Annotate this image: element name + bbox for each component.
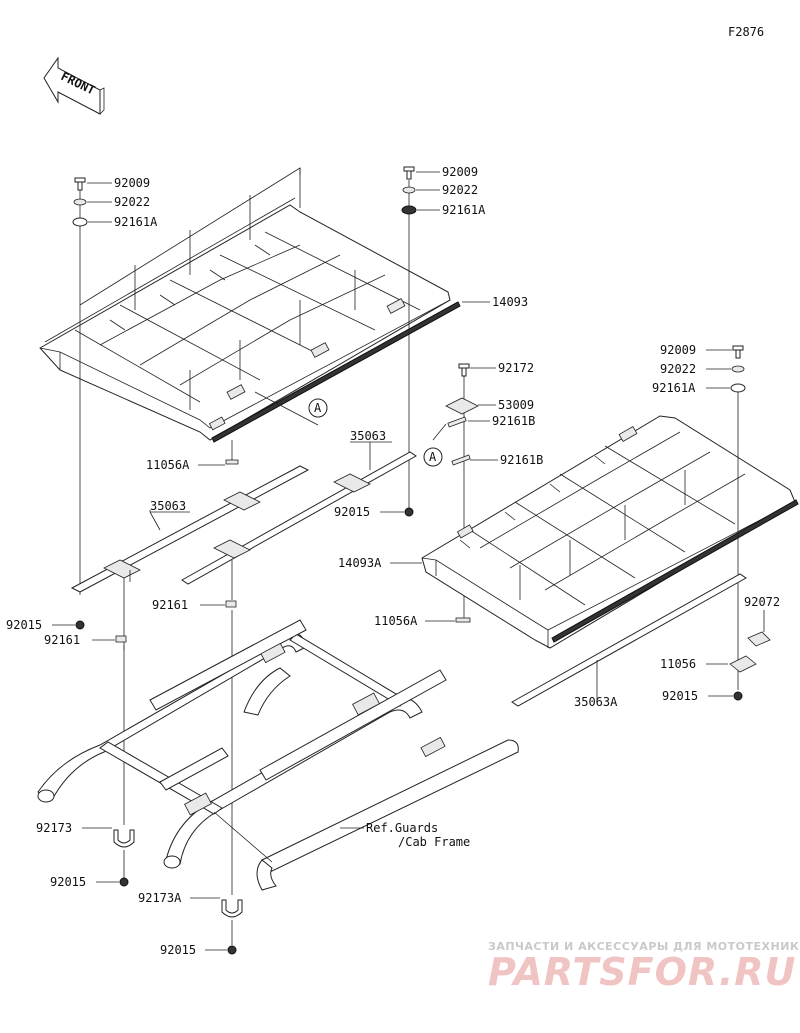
callout-a-right-letter: A xyxy=(429,450,437,464)
leader-35063-left xyxy=(149,511,190,531)
label-11056a-right: 11056A xyxy=(374,614,418,628)
fastener-stack-middle: 92009 92022 92161A xyxy=(401,165,486,508)
label-92022-middle: 92022 xyxy=(442,183,478,197)
label-92161-middle: 92161 xyxy=(152,598,188,612)
label-92009-right: 92009 xyxy=(660,343,696,357)
ref-guards-line1: Ref.Guards xyxy=(366,821,438,835)
label-92015-bottom: 92015 xyxy=(160,943,196,957)
fastener-stack-left: 92009 92022 92161A xyxy=(72,176,158,595)
roof-panel-rear xyxy=(421,415,799,649)
fastener-stack-right: 92009 92022 92161A xyxy=(652,343,746,690)
front-arrow: FRONT xyxy=(43,56,105,115)
label-35063-middle: 35063 xyxy=(350,429,386,443)
label-14093: 14093 xyxy=(492,295,528,309)
label-92022-left: 92022 xyxy=(114,195,150,209)
label-92172: 92172 xyxy=(498,361,534,375)
clip-11056a-left: 11056A xyxy=(146,440,239,472)
label-11056: 11056 xyxy=(660,657,696,671)
washer-92161-left: 92161 xyxy=(44,633,127,825)
clip-stack-right: 92072 11056 92015 xyxy=(660,595,780,703)
label-92015-right: 92015 xyxy=(662,689,698,703)
support-bar-35063a: 35063A xyxy=(511,573,747,709)
label-92009-middle: 92009 xyxy=(442,165,478,179)
label-92161-left: 92161 xyxy=(44,633,80,647)
label-92161a-middle: 92161A xyxy=(442,203,486,217)
roof-panel-front xyxy=(39,197,461,443)
watermark-tagline: ЗАПЧАСТИ И АКСЕССУАРЫ ДЛЯ МОТОТЕХНИКИ xyxy=(488,940,800,953)
label-92015-clamp: 92015 xyxy=(50,875,86,889)
support-bar-rear xyxy=(70,465,310,650)
label-92022-right: 92022 xyxy=(660,362,696,376)
label-92072: 92072 xyxy=(744,595,780,609)
label-92015-middle: 92015 xyxy=(334,505,370,519)
label-14093a: 14093A xyxy=(338,556,382,570)
leader-35063-middle xyxy=(350,441,392,470)
label-92015-left: 92015 xyxy=(6,618,42,632)
label-92161b-upper: 92161B xyxy=(492,414,535,428)
washer-92161-middle: 92161 xyxy=(152,560,237,895)
label-11056a-left: 11056A xyxy=(146,458,190,472)
nut-92015-left: 92015 xyxy=(6,618,85,632)
ref-guards-line2: /Cab Frame xyxy=(398,835,470,849)
label-92161a-left: 92161A xyxy=(114,215,158,229)
label-53009: 53009 xyxy=(498,398,534,412)
figure-id: F2876 xyxy=(728,25,764,39)
clamp-92173: 92173 92015 xyxy=(36,821,135,889)
nut-92015-middle: 92015 xyxy=(334,505,414,519)
label-92161b-lower: 92161B xyxy=(500,453,543,467)
callout-a-left: A xyxy=(254,391,328,426)
label-35063-left: 35063 xyxy=(150,499,186,513)
callout-a-right: A xyxy=(423,423,447,467)
cab-frame xyxy=(37,619,519,891)
label-92173: 92173 xyxy=(36,821,72,835)
label-92009-left: 92009 xyxy=(114,176,150,190)
watermark-logo: PARTSFOR.RU xyxy=(488,950,796,994)
right-panel-leaders xyxy=(519,470,686,600)
support-bar-front xyxy=(181,451,417,585)
clamp-92173a: 92173A 92015 xyxy=(138,891,243,957)
label-35063a: 35063A xyxy=(574,695,618,709)
bracket-stack-right: 92172 53009 92161B 92161B xyxy=(445,361,543,610)
watermark: ЗАПЧАСТИ И АКСЕССУАРЫ ДЛЯ МОТОТЕХНИКИ PA… xyxy=(488,940,800,994)
left-panel-leaders xyxy=(79,167,356,410)
label-92173a: 92173A xyxy=(138,891,182,905)
label-92161a-right: 92161A xyxy=(652,381,696,395)
callout-a-left-letter: A xyxy=(314,401,322,415)
clip-11056a-right: 11056A xyxy=(374,610,471,628)
